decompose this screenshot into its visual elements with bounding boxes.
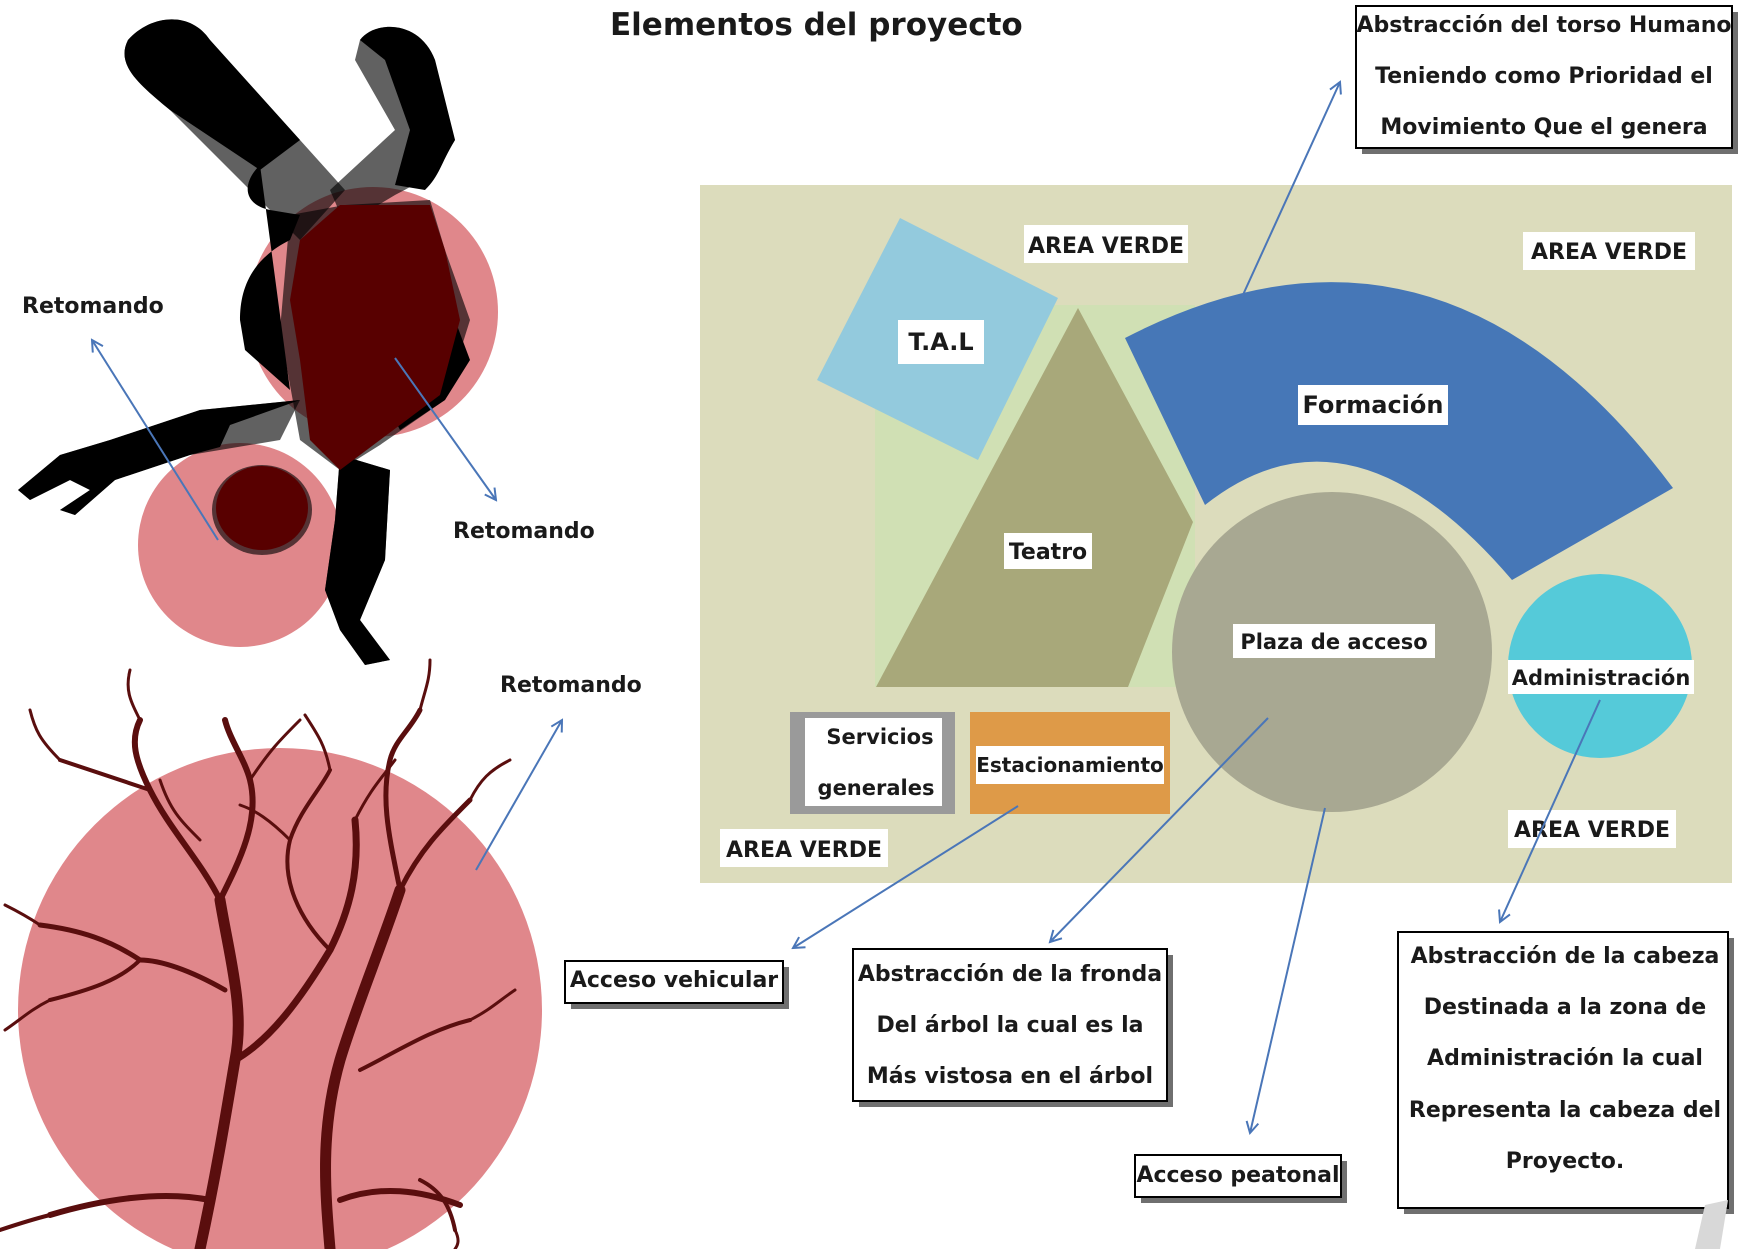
area-verde-label: AREA VERDE [726, 838, 882, 863]
acceso-peatonal-label: Acceso peatonal [1136, 1163, 1339, 1188]
note-acceso-vehicular: Acceso vehicular [565, 961, 789, 1009]
note-torso: Abstracción del torso Humano Teniendo co… [1356, 6, 1738, 154]
retomando-label: Retomando [22, 294, 164, 319]
note-torso-line: Movimiento Que el genera [1380, 115, 1707, 140]
plaza-label: Plaza de acceso [1240, 630, 1427, 654]
note-acceso-peatonal: Acceso peatonal [1135, 1155, 1347, 1203]
note-torso-line: Teniendo como Prioridad el [1375, 64, 1713, 89]
site-plan: AREA VERDE AREA VERDE AREA VERDE AREA VE… [700, 185, 1732, 883]
note-cabeza-line: Administración la cual [1427, 1046, 1703, 1071]
note-fronda-line: Más vistosa en el árbol [867, 1064, 1153, 1089]
estacionamiento-label: Estacionamiento [976, 753, 1164, 777]
tree-illustration [0, 660, 542, 1249]
note-torso-line: Abstracción del torso Humano [1357, 13, 1732, 38]
note-cabeza: Abstracción de la cabeza Destinada a la … [1398, 932, 1734, 1214]
note-cabeza-line: Proyecto. [1506, 1149, 1624, 1174]
retomando-label: Retomando [500, 673, 642, 698]
tree-circle [18, 748, 542, 1249]
servicios-label: Servicios [826, 725, 933, 749]
note-fronda-line: Abstracción de la fronda [858, 962, 1162, 987]
formacion-label: Formación [1303, 391, 1444, 419]
note-fronda-line: Del árbol la cual es la [877, 1013, 1144, 1038]
teatro-label: Teatro [1009, 540, 1087, 565]
note-cabeza-line: Destinada a la zona de [1424, 995, 1706, 1020]
dancer-silhouette [18, 19, 498, 665]
acceso-vehicular-label: Acceso vehicular [570, 968, 778, 993]
note-fronda: Abstracción de la fronda Del árbol la cu… [853, 949, 1173, 1107]
area-verde-label: AREA VERDE [1531, 240, 1687, 265]
administracion-label: Administración [1512, 666, 1691, 690]
note-cabeza-line: Representa la cabeza del [1409, 1098, 1721, 1123]
note-cabeza-line: Abstracción de la cabeza [1411, 944, 1720, 969]
area-verde-label: AREA VERDE [1028, 234, 1184, 259]
servicios-label: generales [818, 776, 935, 800]
page-title: Elementos del proyecto [610, 7, 1023, 43]
retomando-label: Retomando [453, 519, 595, 544]
tal-label: T.A.L [908, 328, 973, 356]
